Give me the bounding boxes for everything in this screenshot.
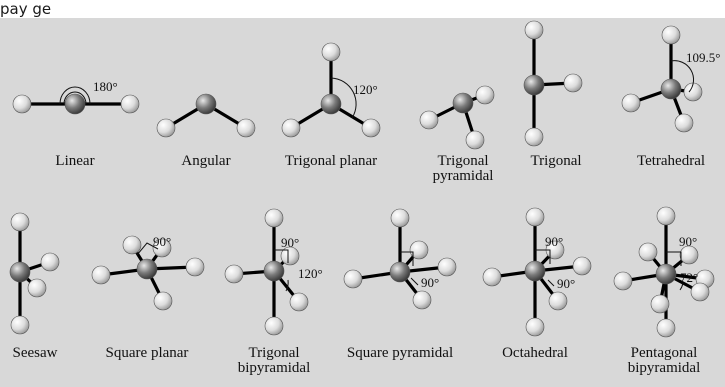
pentagonal-bipyramidal-angle-label-0: 90° (679, 234, 697, 249)
trigonal-bipyramidal-angle-label-0: 90° (281, 235, 299, 250)
square-pyramidal-ligand-3 (413, 291, 431, 309)
linear-ligand-0 (13, 95, 31, 113)
octahedral-angle-label-1: 90° (557, 276, 575, 291)
trigonal-bipyramidal-ligand-0 (265, 209, 283, 227)
octahedral-ligand-4 (526, 318, 544, 336)
trigonal-pyramidal-label-line-0: Trigonal (437, 153, 488, 169)
trigonal-planar-ligand-2 (362, 119, 380, 137)
trigonal-planar-angle-label-0: 120° (353, 82, 378, 97)
square-pyramidal-angle-label-0: 90° (421, 275, 439, 290)
panel-background (0, 18, 725, 387)
trigonal-ligand-0 (525, 21, 543, 39)
linear-ligand-1 (121, 95, 139, 113)
octahedral-ligand-1 (483, 268, 501, 286)
tetrahedral-ligand-2 (675, 114, 693, 132)
seesaw-ligand-0 (11, 213, 29, 231)
trigonal-planar-ligand-1 (282, 119, 300, 137)
trigonal-central-atom (524, 75, 544, 95)
seesaw-back-ligand-0 (28, 279, 46, 297)
angular-ligand-1 (237, 119, 255, 137)
square-planar-angle-label-0: 90° (153, 234, 171, 249)
trigonal-pyramidal-ligand-1 (466, 131, 484, 149)
trigonal-bipyramidal-ligand-1 (225, 265, 243, 283)
seesaw-label-line-0: Seesaw (13, 345, 58, 361)
seesaw-ligand-1 (41, 253, 59, 271)
square-pyramidal-ligand-1 (344, 270, 362, 288)
octahedral-ligand-0 (526, 208, 544, 226)
pentagonal-bipyramidal-ligand-5 (657, 319, 675, 337)
octahedral-ligand-3 (549, 292, 567, 310)
tetrahedral-angle-label-0: 109.5° (686, 50, 720, 65)
tetrahedral-central-atom (661, 79, 681, 99)
tetrahedral-ligand-1 (622, 94, 640, 112)
pentagonal-bipyramidal-back-ligand-0 (639, 243, 657, 261)
pentagonal-bipyramidal-central-atom (656, 264, 676, 284)
seesaw-central-atom (10, 262, 30, 282)
linear-label-line-0: Linear (55, 153, 94, 169)
angular-ligand-0 (157, 119, 175, 137)
trigonal-planar-central-atom (321, 94, 341, 114)
trigonal-pyramidal-back-ligand-0 (476, 86, 494, 104)
pentagonal-bipyramidal-ligand-0 (657, 207, 675, 225)
trigonal-bipyramidal-angle-label-1: 120° (298, 266, 323, 281)
pentagonal-bipyramidal-ligand-3 (651, 295, 669, 313)
octahedral-label-line-0: Octahedral (502, 345, 568, 361)
tetrahedral-label-line-0: Tetrahedral (637, 153, 705, 169)
trigonal-bipyramidal-central-atom (264, 261, 284, 281)
trigonal-ligand-1 (564, 74, 582, 92)
trigonal-bipyramidal-label-line-0: Trigonal (248, 345, 299, 361)
square-pyramidal-ligand-2 (438, 258, 456, 276)
angular-central-atom (196, 94, 216, 114)
octahedral-angle-label-0: 90° (545, 234, 563, 249)
pentagonal-bipyramidal-ligand-4 (691, 283, 709, 301)
pentagonal-bipyramidal-angle-label-1: 72° (680, 270, 698, 285)
square-pyramidal-ligand-0 (391, 209, 409, 227)
pentagonal-bipyramidal-label-line-1: bipyramidal (628, 360, 700, 376)
square-planar-ligand-3 (154, 292, 172, 310)
trigonal-pyramidal-central-atom (453, 93, 473, 113)
angular-label-line-0: Angular (181, 153, 230, 169)
trigonal-pyramidal-label-line-1: pyramidal (433, 168, 494, 184)
trigonal-bipyramidal-ligand-2 (290, 293, 308, 311)
trigonal-label-line-0: Trigonal (530, 153, 581, 169)
pentagonal-bipyramidal-ligand-1 (614, 272, 632, 290)
trigonal-ligand-2 (525, 128, 543, 146)
pentagonal-bipyramidal-label-line-0: Pentagonal (631, 345, 698, 361)
linear-angle-label-0: 180° (93, 79, 118, 94)
trigonal-bipyramidal-ligand-3 (265, 317, 283, 335)
linear-central-atom (65, 94, 85, 114)
square-planar-ligand-1 (92, 266, 110, 284)
square-planar-central-atom (137, 259, 157, 279)
square-pyramidal-label-line-0: Square pyramidal (347, 345, 453, 361)
trigonal-planar-ligand-0 (322, 43, 340, 61)
seesaw-ligand-2 (11, 316, 29, 334)
square-planar-ligand-2 (186, 258, 204, 276)
square-planar-label-line-0: Square planar (106, 345, 189, 361)
square-pyramidal-central-atom (390, 262, 410, 282)
trigonal-planar-label-line-0: Trigonal planar (285, 153, 377, 169)
tetrahedral-ligand-0 (662, 26, 680, 44)
octahedral-ligand-2 (573, 257, 591, 275)
square-planar-ligand-0 (123, 236, 141, 254)
trigonal-pyramidal-ligand-0 (420, 111, 438, 129)
octahedral-central-atom (525, 261, 545, 281)
trigonal-bipyramidal-label-line-1: bipyramidal (238, 360, 310, 376)
